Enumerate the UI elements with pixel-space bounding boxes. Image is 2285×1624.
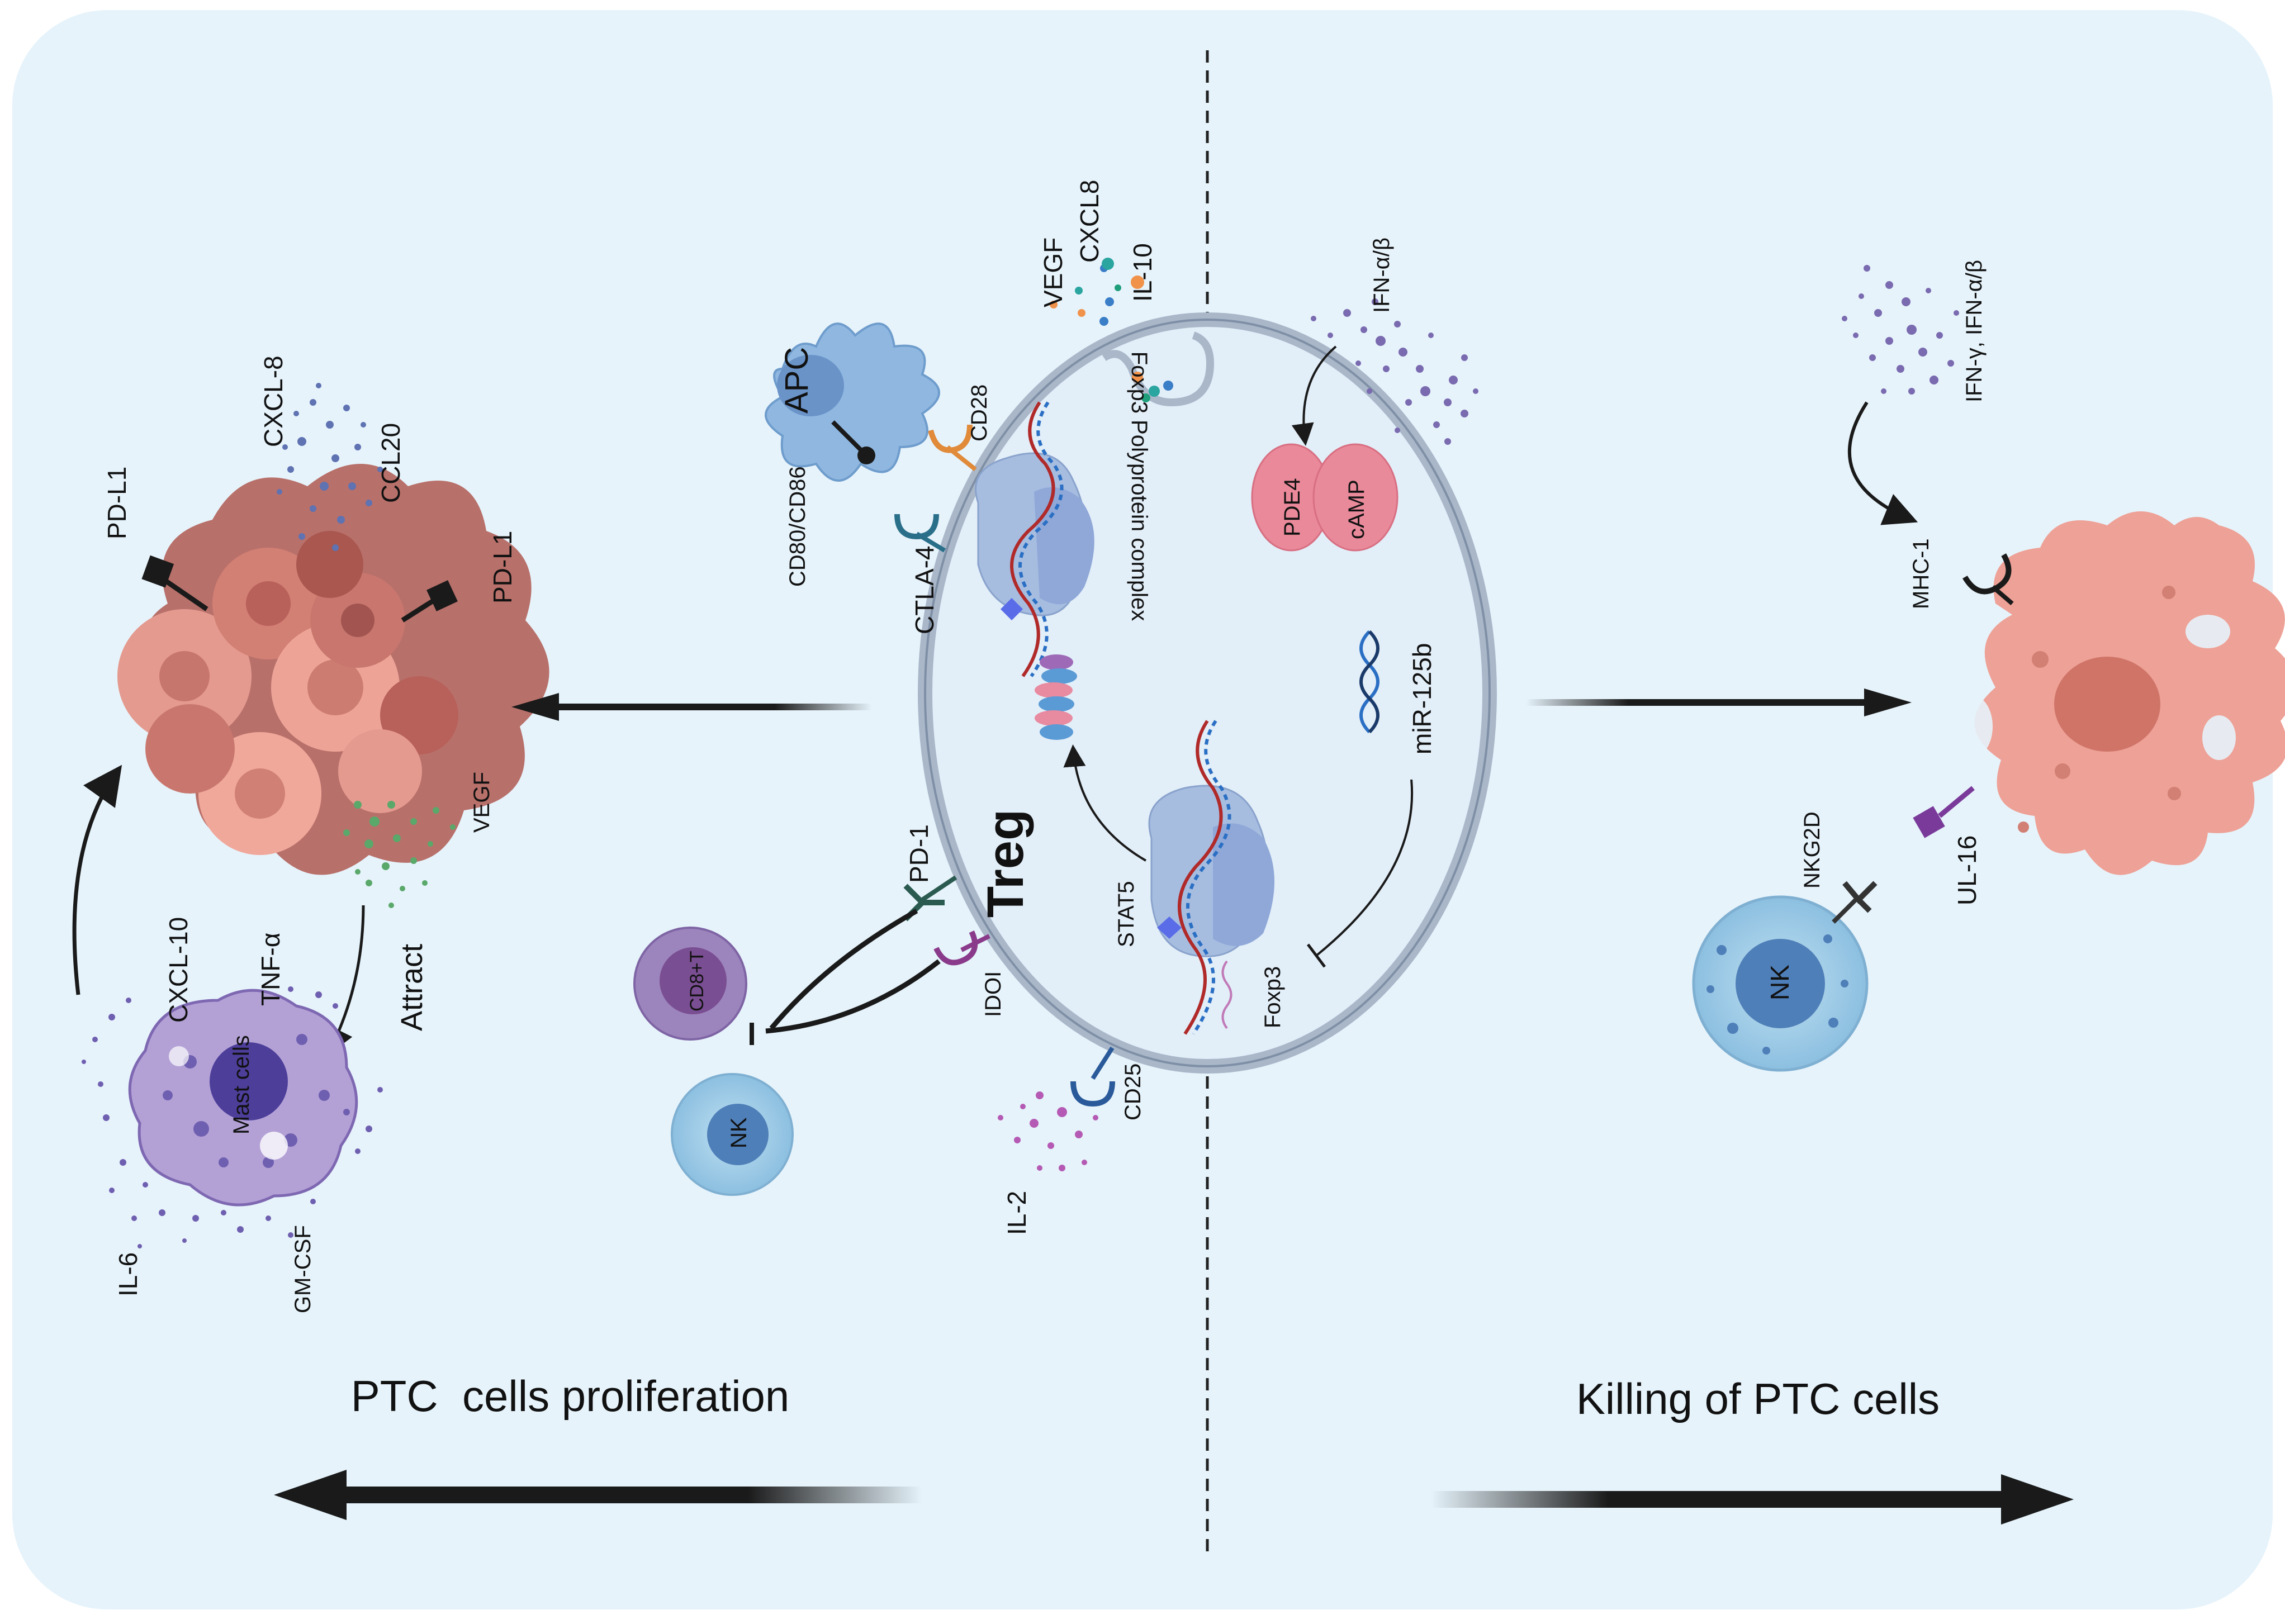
cd28-label: CD28 — [967, 384, 992, 441]
cxcl8-ccl20-particles — [277, 383, 383, 551]
proliferation-arrow-shaft — [341, 1487, 922, 1503]
ptc-target-cell — [1954, 511, 2285, 875]
apc-label: APC — [779, 347, 815, 414]
treg-label: Treg — [977, 809, 1034, 918]
killing-caption: Killing of PTC cells — [1576, 1374, 1940, 1423]
proliferation-caption: PTC cells proliferation — [351, 1371, 790, 1421]
foxp3-label: Foxp3 — [1260, 966, 1285, 1028]
mhc1-receptor — [1962, 553, 2014, 606]
ifn-to-pde4-arrow — [1291, 345, 1337, 446]
foxp3-complex-label: Foxp3 Polyprotein complex — [1127, 352, 1151, 621]
camp-label: cAMP — [1344, 479, 1369, 539]
il2-particles — [998, 1091, 1098, 1171]
vegf-cxcl8-il10-particles — [1050, 258, 1144, 326]
pd-l1-ligand-right — [401, 580, 458, 623]
cd80-cd86-label: CD80/CD86 — [785, 466, 810, 587]
cxcl8-label: CXCL-8 — [259, 355, 288, 447]
treg-cell: Treg VEGF CXCL8 IL-10 Foxp3 Polyprotein … — [894, 180, 1497, 1235]
cd8-label: CD8+T — [686, 951, 708, 1012]
ctla4-label: CTLA-4 — [910, 546, 939, 634]
pde4-camp — [1251, 443, 1399, 552]
killing-arrow-shaft — [1431, 1491, 2023, 1508]
ul16-label: UL-16 — [1952, 835, 1981, 905]
ifn-label-treg: IFN-α/β — [1369, 238, 1394, 313]
apc-cell — [765, 322, 940, 482]
ul16-ligand — [1913, 786, 1975, 838]
nk-cell-right — [1692, 895, 1869, 1072]
treg-to-left-arrow-shaft — [548, 704, 872, 710]
ccl20-label: CCL20 — [376, 423, 405, 503]
ido1-receptor — [933, 930, 990, 966]
nk-label-left: NK — [727, 1117, 751, 1148]
cd8-t-cell — [633, 927, 747, 1041]
ctla4-receptor — [894, 514, 946, 553]
nk-cell-left — [671, 1073, 794, 1196]
ifn-label-right: IFN-γ, IFN-α/β — [1962, 260, 1987, 402]
il6-label: IL-6 — [113, 1252, 143, 1297]
mir125b-label: miR-125b — [1407, 643, 1437, 754]
vegf-label-left: VEGF — [470, 772, 494, 833]
cxcl10-label: CXCL-10 — [164, 917, 193, 1023]
pd-l1-ligand-top — [141, 555, 208, 611]
vegf-label-top: VEGF — [1039, 238, 1068, 307]
helix-polyprotein — [1035, 654, 1077, 740]
mast-cell — [128, 989, 358, 1207]
proliferation-arrowhead — [274, 1470, 347, 1520]
secretory-vesicle — [1102, 331, 1215, 407]
stat5-complex — [1148, 720, 1274, 1035]
il10-label: IL-10 — [1128, 243, 1157, 302]
cd25-label: CD25 — [1121, 1063, 1145, 1120]
vegf-particles-left — [343, 801, 456, 908]
killing-arrowhead — [2001, 1474, 2074, 1525]
stat5-label: STAT5 — [1114, 881, 1139, 947]
mast-to-tumor-arrow — [72, 764, 122, 995]
il2-label: IL-2 — [1002, 1191, 1031, 1235]
mast-cytokine-particles — [82, 986, 383, 1248]
gmcsf-label: GM-CSF — [291, 1225, 315, 1313]
ifn-particles-right — [1842, 265, 1959, 395]
cxcl8-label-top: CXCL8 — [1075, 180, 1104, 263]
ptc-tumor-cluster — [117, 464, 549, 875]
treg-to-right-arrow-shaft — [1526, 699, 1867, 706]
pd1-label: PD-1 — [904, 824, 933, 883]
ido1-label: IDOI — [981, 971, 1006, 1017]
nkg2d-receptor — [1832, 881, 1878, 924]
mir125b-dna-icon — [1359, 630, 1379, 734]
cd25-receptor — [1070, 1046, 1115, 1107]
ifn-particles-treg — [1311, 298, 1478, 445]
treg-to-left-arrowhead — [511, 693, 559, 721]
mast-cell-label: Mast cells — [229, 1035, 254, 1134]
tnf-label: TNF-α — [256, 933, 285, 1006]
pd-l1-right-label: PD-L1 — [488, 531, 517, 604]
mir125b-inhibition — [1315, 779, 1414, 957]
nk-label-right: NK — [1765, 965, 1794, 1000]
attract-label: Attract — [395, 944, 429, 1031]
cd28-receptor — [928, 424, 977, 472]
pde4-label: PDE4 — [1280, 478, 1305, 537]
ifn-to-mhc1-arrow — [1847, 401, 1918, 525]
treg-to-right-arrowhead — [1864, 688, 1912, 716]
foxp3-polyprotein-complex — [975, 401, 1094, 740]
pd-l1-top-label: PD-L1 — [102, 467, 131, 539]
nkg2d-label: NKG2D — [1800, 811, 1824, 889]
inhibition-to-effectors — [765, 909, 941, 1034]
mhc1-label: MHC-1 — [1909, 538, 1933, 609]
stat5-to-foxp3-arrow — [1063, 744, 1147, 862]
